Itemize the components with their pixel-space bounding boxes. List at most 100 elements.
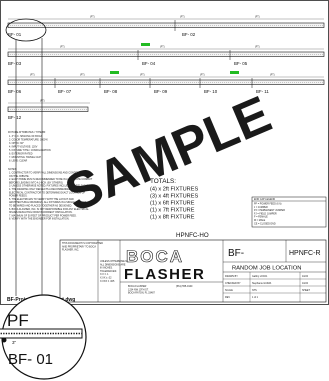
note-line: 8. VERIFY WITH THE ENGINEER FOR INSTALLA… [9, 218, 70, 221]
legend-line: PJ = PERMANENT JUMPER [254, 209, 285, 212]
attribute-line: 3. OPTIC: 60° [9, 142, 24, 145]
fixture-label: BF- 01 [8, 32, 22, 37]
terms-line: ALL DIMENSIONS ARE [100, 263, 126, 266]
run-2: (FT) (FT) (FT) BF- 03 BF- 04 BF- 05 [7, 43, 325, 66]
attribute-line: 1. 3" O.C. SPACING OF BOCA [9, 135, 42, 138]
tb-row-label: DRAWN BY [225, 275, 238, 278]
terms-line: IN INCHES. [100, 267, 113, 270]
note-line: 1. CONTRACTOR TO VERIFY ALL DIMENSIONS A… [9, 172, 84, 175]
attribute-line: 8. LENS: CLEAR [9, 160, 27, 163]
file-name: BF-ProjectName-Layout.dwg [7, 297, 75, 303]
totals-line: (4) x 2ft FIXTURES [150, 187, 198, 193]
legend-line: M = MALE [254, 219, 266, 222]
note-line: ON THE JOBSITE. [9, 175, 30, 178]
tb-row-label: SCALE [225, 289, 233, 292]
fixture-label: BF- 11 [256, 89, 269, 94]
attribute-line: 6. EXTERIOR RATED [9, 153, 33, 156]
note-line: 4. THE DRAWING ONLY REFLECTS A RECOMMEND… [9, 188, 83, 191]
run-4: (FT) BF- 12 [7, 100, 90, 120]
run-3-dim: (FT) [80, 74, 85, 77]
run-1-dim-1: (FT) [90, 16, 95, 19]
note-line: ELECTRICAL CONTRACTOR TO DETERMINE EXACT… [9, 191, 86, 194]
power-feed-marker [110, 71, 119, 74]
fixture-label: BF- 06 [8, 89, 22, 94]
fixture-label: BF- 05 [234, 61, 248, 66]
fixture-label: BF- 03 [8, 61, 22, 66]
note-line: 7. MAXIMUM OF 50 FEET OF PRODUCT PER POW… [9, 214, 77, 217]
note-line: TO BE WIRED AND PLACED TOGETHER AS DESIG… [9, 205, 72, 208]
tb-row-name: Gabby LOC01 [252, 275, 268, 278]
note-line: BEFORE LEADING INTO A J-BOX. (BY OTHERS) [9, 181, 63, 184]
address-line: BOCA RATON, FL 33487 [128, 292, 155, 295]
job-location: RANDOM JOB LOCATION [232, 266, 301, 272]
detail-zoom-circle: PF 3" BF- 01 [0, 294, 87, 380]
tb-row-date: 10/24 [302, 282, 309, 285]
fixture-label: BF- 07 [58, 89, 72, 94]
totals-line: (1) x 8ft FIXTURE [150, 215, 195, 221]
tb-row-date: 10/24 [302, 275, 309, 278]
fixture-label: BF- 02 [182, 32, 196, 37]
attributes-title: FIXTURE ATTRIBUTES / TYPE BF [8, 131, 46, 134]
totals-line: (1) x 7ft FIXTURE [150, 208, 195, 214]
address-line: (561) 555-0100 [176, 285, 193, 288]
attribute-line: 4. INPUT VOLTAGE: 120V [9, 146, 38, 149]
fixture-label: BF- 08 [104, 89, 118, 94]
run-2-dim-3: (FT) [255, 46, 260, 49]
totals-line: (1) x 6ft FIXTURE [150, 201, 195, 207]
fixture-label: BF- 04 [142, 61, 156, 66]
boca-flasher-logo: BOCA FLASHER [124, 247, 205, 283]
run-1-dim-2: (FT) [180, 16, 185, 19]
run-4-dim: (FT) [40, 100, 45, 103]
note-line: ARCHITECTURAL DRAWINGS. ALL FIXTURES IN … [9, 201, 87, 204]
terms-line: X.X ± .1 [100, 273, 109, 276]
end-cap-legend: END CAP LEGEND PF = POWER FEED (6 ft) J … [251, 196, 327, 228]
zoom-end-cap-label: PF [7, 311, 29, 330]
power-feed-marker [141, 43, 150, 46]
note-line: 5. THE ELECTRICIAN TO VERIFY WITH THE LA… [9, 198, 74, 201]
zoom-fixture-label: BF- 01 [8, 351, 53, 368]
note-line: 2. EACH HOME RUN IS RECOMMENDED TO BE IN… [9, 178, 93, 181]
legend-line: PF = POWER FEED (6 ft) [254, 203, 282, 206]
tb-row-name: Stephanie GUIMA [252, 282, 272, 285]
disclaimer-line: FLASHER, INC. [62, 249, 79, 252]
run-2-dim-1: (FT) [60, 46, 65, 49]
attribute-line: 7. MOUNTING: SWIVEL CLIP [9, 156, 41, 159]
notes: NOTES: 1. CONTRACTOR TO VERIFY ALL DIMEN… [8, 168, 93, 221]
disclaimer-line: AND PROPRIETARY TO BOCA [62, 245, 96, 248]
run-3-dim: (FT) [30, 74, 35, 77]
tb-row-name: 1 of 1 [252, 296, 259, 299]
run-2-dim-2: (FT) [160, 46, 165, 49]
terms-line: X.XX ± .02 [100, 277, 112, 280]
note-line: 6. BOCA FLASHER, INC. IS NOT RESPONSIBLE… [9, 208, 89, 211]
terms-line: X.XXX ± .005 [100, 280, 115, 283]
product-code: HPNFC-HO [176, 232, 209, 239]
title-block: THIS DOCUMENT IS COPYRIGHTED AND PROPRIE… [59, 239, 327, 303]
tb-row-date: SHEET [302, 289, 311, 292]
tb-row-label: REV [225, 296, 230, 299]
attribute-line: 2. COLOR TEMPERATURE: 3000°K [9, 139, 48, 142]
note-line: POWER FEEDS. [9, 195, 28, 198]
terms-line: UNLESS OTHERWISE NOTED, [100, 260, 135, 263]
legend-title: END CAP LEGEND [254, 198, 275, 201]
tb-row-label: CHECKED BY [225, 282, 241, 285]
tb-row-name: NTS [252, 289, 257, 292]
fixture-attributes: FIXTURE ATTRIBUTES / TYPE BF 1. 3" O.C. … [8, 131, 51, 163]
totals: TOTALS: (4) x 2ft FIXTURES (3) x 4ft FIX… [150, 178, 198, 221]
legend-line: FJ = FIELD JUMPER [254, 212, 277, 215]
logo-line-1: BOCA [126, 247, 184, 266]
notes-title: NOTES: [8, 168, 17, 171]
fixture-label: BF- 12 [8, 115, 22, 120]
legend-line: CE = CLOSED END [254, 222, 276, 225]
run-3-dim: (FT) [200, 74, 205, 77]
address-line: 1234 NW 10TH ST. [128, 288, 149, 291]
terms-line: TOLERANCES: [100, 270, 117, 273]
run-3: (FT) (FT) (FT) (FT) (FT) BF- 06 BF- 07 B… [7, 71, 325, 94]
power-feed-marker [230, 71, 239, 74]
attribute-line: 5. FIXTURE TYPE / CONFIGURATION [9, 149, 51, 152]
run-3-dim: (FT) [140, 74, 145, 77]
totals-line: (3) x 4ft FIXTURES [150, 194, 198, 200]
legend-line: J = JUMPER [254, 206, 268, 209]
address-line: BOCA FLASHER [128, 285, 147, 288]
logo-line-2: FLASHER [124, 266, 205, 283]
fixture-id: BF- [228, 248, 244, 259]
